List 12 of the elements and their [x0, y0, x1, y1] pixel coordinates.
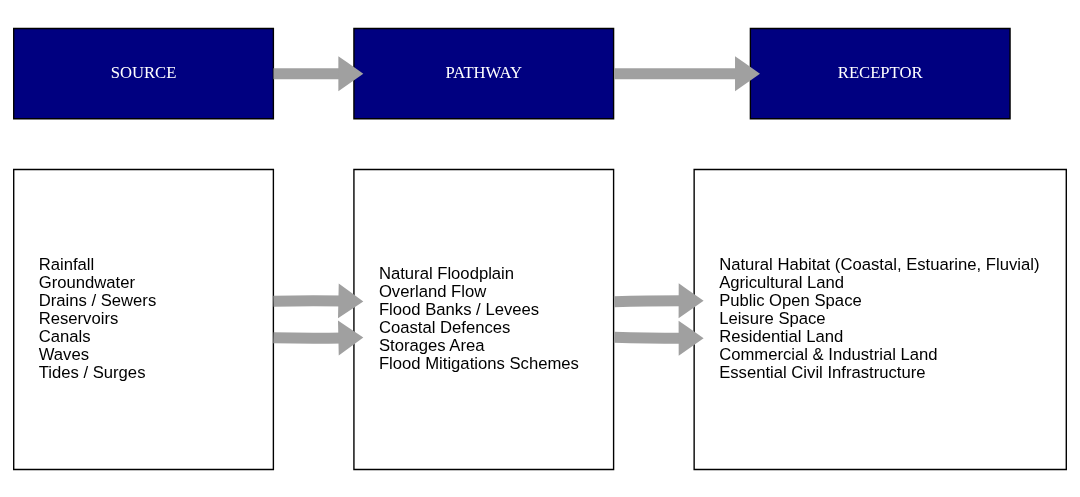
- arrow: [613, 320, 704, 356]
- arrow: [614, 55, 760, 91]
- node-box: Natural Habitat (Coastal, Estuarine, Fluvial) Agricultural Land Public Open Space Leisure Space Residential Land Commercial & Industrial Land Essential Civil Infrastructure: [693, 168, 1067, 470]
- node-box: SOURCE: [13, 27, 275, 119]
- arrow: [273, 55, 364, 91]
- arrow: [273, 320, 364, 356]
- node-box: PATHWAY: [353, 27, 615, 119]
- arrow: [613, 282, 704, 318]
- node-box: Natural Floodplain Overland Flow Flood Banks / Levees Coastal Defences Storages Area Flood Mitigations Schemes: [353, 168, 615, 470]
- node-box: RECEPTOR: [749, 27, 1011, 119]
- arrow: [273, 282, 364, 318]
- node-box: Rainfall Groundwater Drains / Sewers Reservoirs Canals Waves Tides / Surges: [13, 168, 275, 470]
